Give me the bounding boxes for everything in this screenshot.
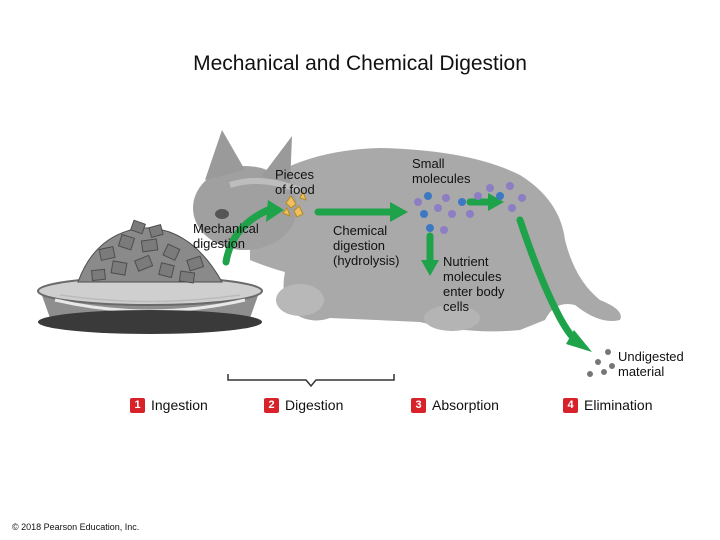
undigested-material-label: Undigested material [618, 349, 684, 379]
ingestion-arrowhead [266, 200, 284, 222]
step-number-badge: 1 [130, 397, 145, 413]
chemical-digestion-label: Chemical digestion (hydrolysis) [333, 223, 400, 268]
absorption-arrowhead [488, 193, 504, 211]
step-number-badge: 3 [411, 397, 426, 413]
undigested-material-dots [587, 349, 615, 377]
mechanical-digestion-label: Mechanical digestion [193, 221, 259, 251]
copyright-notice: © 2018 Pearson Education, Inc. [12, 522, 140, 532]
food-bowl [37, 276, 263, 334]
step-number-badge: 2 [264, 397, 279, 413]
diagram-title: Mechanical and Chemical Digestion [193, 52, 527, 75]
step-label: Digestion [285, 397, 344, 413]
step-number-badge: 4 [563, 397, 578, 413]
small-molecules-cluster [414, 182, 526, 234]
pieces-of-food-label: Pieces of food [275, 167, 315, 197]
kitten-silhouette [193, 130, 621, 332]
step-label: Absorption [432, 397, 499, 413]
elimination-arrowhead [566, 330, 592, 352]
step-elimination: 4 Elimination [563, 396, 652, 414]
step-digestion: 2 Digestion [264, 396, 343, 414]
nutrient-molecules-label: Nutrient molecules enter body cells [443, 254, 505, 314]
arrow-heads [266, 193, 592, 352]
small-molecules-label: Small molecules [412, 156, 471, 186]
ingestion-arrow [222, 206, 272, 266]
step-label: Elimination [584, 397, 653, 413]
pieces-of-food-icon [282, 190, 307, 218]
step-absorption: 3 Absorption [411, 396, 499, 414]
step-label: Ingestion [151, 397, 208, 413]
chemical-arrowhead [390, 202, 408, 222]
cat-food-pile [77, 219, 223, 284]
nutrient-arrowhead [421, 260, 439, 276]
digestion-bracket [227, 374, 395, 388]
step-ingestion: 1 Ingestion [130, 396, 208, 414]
